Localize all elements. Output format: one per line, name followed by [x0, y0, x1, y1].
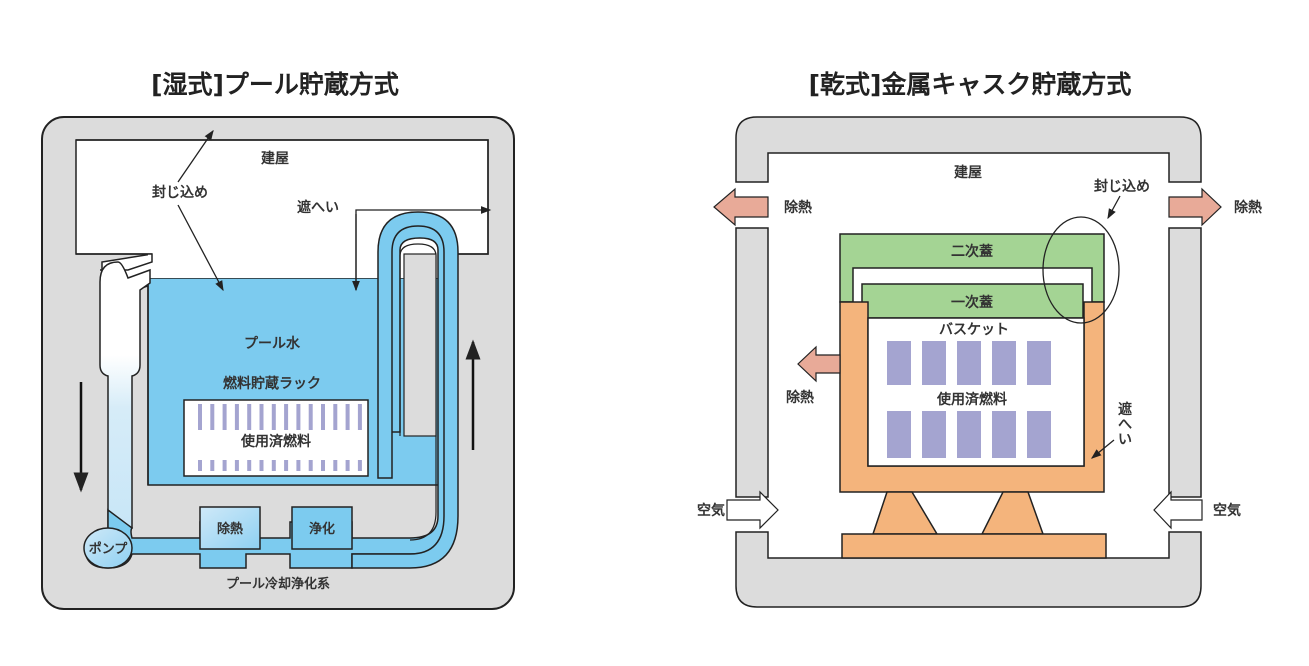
air-arrow-left	[726, 490, 779, 530]
fuel-rod	[259, 404, 264, 430]
fuel-rod	[284, 404, 289, 430]
dry-fuel-assemblies	[887, 341, 1051, 458]
heat-arrow-cask	[797, 345, 841, 383]
fuel-rod	[247, 460, 252, 471]
wet-shielding-label: 遮へい	[297, 199, 339, 216]
fuel-assembly	[887, 411, 911, 458]
wet-fuel-rods	[198, 404, 362, 471]
fuel-assembly	[922, 411, 946, 458]
wet-containment-label: 封じ込め	[152, 184, 208, 201]
dry-containment-label: 封じ込め	[1094, 178, 1150, 195]
fuel-rod	[333, 404, 338, 430]
fuel-rod	[357, 404, 362, 430]
pump-label: ポンプ	[89, 541, 129, 557]
dry-building-roof	[735, 116, 1202, 183]
fuel-assembly	[922, 341, 946, 385]
secondary-lid-label: 二次蓋	[951, 243, 993, 260]
support-left	[871, 491, 939, 535]
wet-spent-fuel-label: 使用済燃料	[240, 433, 311, 450]
fuel-rod	[271, 460, 276, 471]
fuel-rod	[222, 460, 227, 471]
fuel-rod	[247, 404, 252, 430]
fuel-assembly	[992, 341, 1016, 385]
heat-label-cask: 除熱	[786, 389, 814, 406]
cooling-system-label: プール冷却浄化系	[226, 576, 330, 592]
fuel-rod	[308, 404, 313, 430]
fuel-rod	[271, 404, 276, 430]
fuel-rod	[357, 460, 362, 471]
skimmer-tube	[99, 261, 151, 529]
heat-label-right: 除熱	[1234, 199, 1262, 216]
fuel-rack	[183, 399, 369, 477]
shielding-label-3: い	[1118, 432, 1132, 448]
fuel-rod	[308, 460, 313, 471]
air-arrow-right	[1153, 490, 1203, 530]
shielding-label-2: へ	[1118, 417, 1132, 433]
fuel-rod	[284, 460, 289, 471]
fuel-assembly	[1027, 341, 1051, 385]
fuel-rack-label: 燃料貯蔵ラック	[223, 375, 321, 392]
support-right	[980, 491, 1045, 535]
fuel-rod	[259, 460, 264, 471]
fuel-rod	[345, 404, 350, 430]
fuel-rod	[210, 404, 215, 430]
fuel-rod	[234, 404, 239, 430]
wet-heat-removal-label: 除熱	[217, 521, 243, 537]
fuel-rod	[198, 404, 202, 430]
wet-storage-diagram: [湿式]プール貯蔵方式 ポンプ 除熱 浄化 使用済燃料	[41, 70, 515, 610]
cask-base	[841, 533, 1107, 559]
fuel-rod	[345, 460, 350, 471]
wet-title: [湿式]プール貯蔵方式	[151, 70, 399, 99]
air-label-left: 空気	[697, 502, 725, 519]
fuel-rod	[234, 460, 239, 471]
fuel-assembly	[957, 411, 981, 458]
dry-building-floor	[735, 531, 1202, 608]
wet-building-label: 建屋	[261, 150, 289, 167]
shielding-label-1: 遮	[1118, 401, 1132, 418]
dry-right-wall	[1168, 227, 1202, 498]
basket-label: バスケット	[939, 322, 1009, 338]
containment-arrow-up	[177, 129, 214, 183]
purification-label: 浄化	[309, 521, 335, 537]
fuel-rod	[321, 460, 325, 471]
heat-arrow-right	[1168, 187, 1222, 227]
dry-spent-fuel-label: 使用済燃料	[936, 391, 1007, 408]
pool-water-label: プール水	[244, 335, 301, 352]
heat-label-left: 除熱	[784, 199, 812, 216]
dry-building-label: 建屋	[954, 164, 982, 181]
fuel-rod	[210, 460, 215, 471]
fuel-rod	[296, 404, 301, 430]
pump	[83, 527, 133, 569]
fuel-rod	[333, 460, 338, 471]
fuel-assembly	[1027, 411, 1051, 458]
dry-title: [乾式]金属キャスク貯蔵方式	[809, 70, 1132, 99]
fuel-rod	[321, 404, 325, 430]
fuel-assembly	[957, 341, 981, 385]
fuel-assembly	[992, 411, 1016, 458]
purification-unit	[291, 506, 353, 550]
dry-left-wall	[735, 227, 769, 498]
primary-lid-label: 一次蓋	[951, 294, 993, 311]
shielding-arrow	[1090, 439, 1115, 459]
containment-arrow	[1107, 195, 1121, 220]
heat-removal-unit	[199, 506, 261, 550]
containment-ellipse	[1042, 216, 1120, 324]
containment-arrow-down	[177, 204, 224, 292]
air-label-right: 空気	[1213, 502, 1241, 519]
fuel-rod	[296, 460, 301, 471]
fuel-rod	[222, 404, 227, 430]
fuel-rod	[198, 460, 202, 471]
dry-storage-diagram: [乾式]金属キャスク貯蔵方式 建屋	[697, 70, 1262, 608]
heat-arrow-left	[713, 187, 769, 227]
fuel-assembly	[887, 341, 911, 385]
